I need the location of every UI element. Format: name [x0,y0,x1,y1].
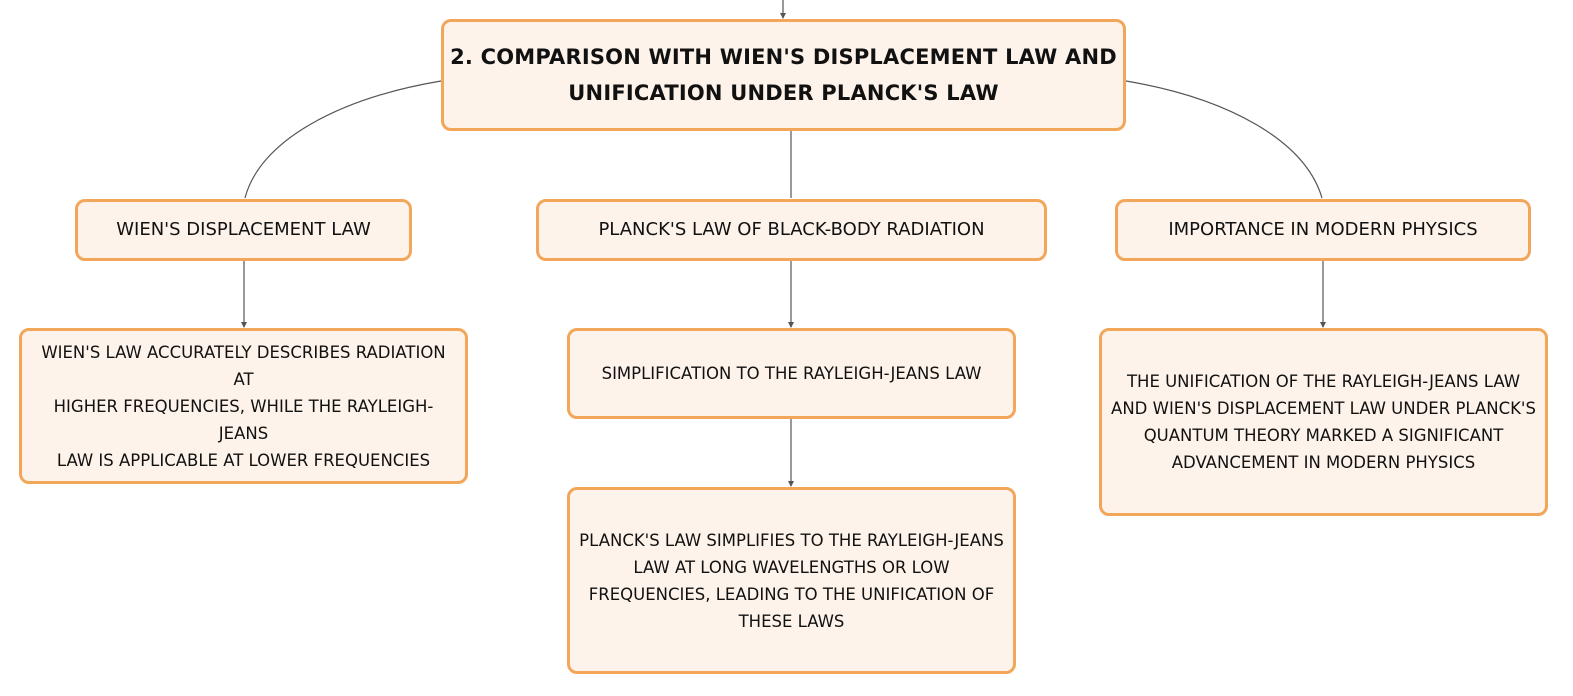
leaf-node-text: THE UNIFICATION OF THE RAYLEIGH-JEANS LA… [1111,368,1536,476]
leaf-node-wien-detail[interactable]: WIEN'S LAW ACCURATELY DESCRIBES RADIATIO… [19,328,468,484]
leaf-text-line: AND WIEN'S DISPLACEMENT LAW UNDER PLANCK… [1111,399,1536,418]
leaf-node-simplification[interactable]: SIMPLIFICATION TO THE RAYLEIGH-JEANS LAW [567,328,1016,419]
leaf-text-line: ADVANCEMENT IN MODERN PHYSICS [1171,453,1476,472]
root-node-label: 2. COMPARISON WITH WIEN'S DISPLACEMENT L… [450,39,1117,111]
leaf-text-line: LAW AT LONG WAVELENGTHS OR LOW [633,557,950,577]
branch-node-label: WIEN'S DISPLACEMENT LAW [116,219,371,240]
leaf-text-line: WIEN'S LAW ACCURATELY DESCRIBES RADIATIO… [41,342,446,389]
branch-node-importance[interactable]: IMPORTANCE IN MODERN PHYSICS [1115,199,1531,261]
root-label-line: UNIFICATION UNDER PLANCK'S LAW [568,81,999,105]
branch-node-label: PLANCK'S LAW OF BLACK-BODY RADIATION [598,219,985,240]
branch-node-wien-displacement-law[interactable]: WIEN'S DISPLACEMENT LAW [75,199,412,261]
leaf-node-planck-simplifies[interactable]: PLANCK'S LAW SIMPLIFIES TO THE RAYLEIGH-… [567,487,1016,674]
connector-root-to-importance [1125,80,1323,199]
leaf-text-line: THE UNIFICATION OF THE RAYLEIGH-JEANS LA… [1126,372,1521,391]
leaf-text-line: PLANCK'S LAW SIMPLIFIES TO THE RAYLEIGH-… [579,530,1004,550]
leaf-node-text: WIEN'S LAW ACCURATELY DESCRIBES RADIATIO… [30,339,457,474]
branch-node-label: IMPORTANCE IN MODERN PHYSICS [1168,219,1478,240]
leaf-text-line: FREQUENCIES, LEADING TO THE UNIFICATION … [588,584,995,604]
leaf-node-unification[interactable]: THE UNIFICATION OF THE RAYLEIGH-JEANS LA… [1099,328,1548,516]
leaf-text-line: QUANTUM THEORY MARKED A SIGNIFICANT [1143,426,1504,445]
root-label-line: 2. COMPARISON WITH WIEN'S DISPLACEMENT L… [450,45,1117,69]
leaf-text-line: SIMPLIFICATION TO THE RAYLEIGH-JEANS LAW [601,364,982,383]
branch-node-plancks-law[interactable]: PLANCK'S LAW OF BLACK-BODY RADIATION [536,199,1047,261]
root-node[interactable]: 2. COMPARISON WITH WIEN'S DISPLACEMENT L… [441,19,1126,131]
leaf-text-line: LAW IS APPLICABLE AT LOWER FREQUENCIES [56,450,431,470]
leaf-text-line: THESE LAWS [738,611,845,631]
connector-root-to-wien [244,80,442,199]
leaf-text-line: HIGHER FREQUENCIES, WHILE THE RAYLEIGH-J… [53,396,434,443]
leaf-node-text: PLANCK'S LAW SIMPLIFIES TO THE RAYLEIGH-… [579,527,1004,635]
